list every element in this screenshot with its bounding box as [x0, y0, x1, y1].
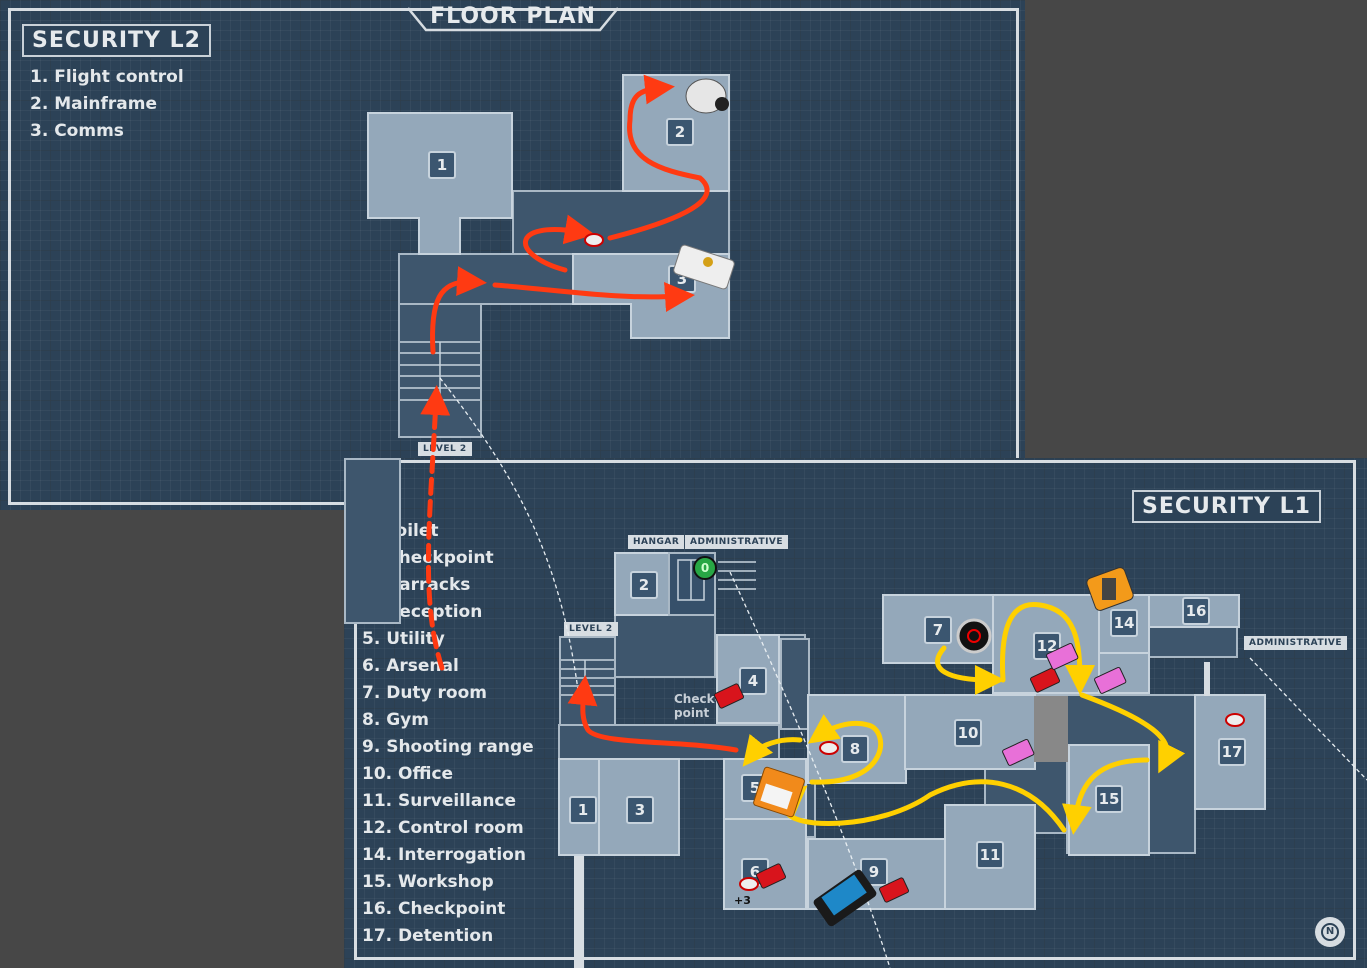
- stairwell: [559, 636, 616, 726]
- level2-map-panel: SECURITY L2 1. Flight control 2. Mainfra…: [0, 0, 1025, 510]
- room-number: 10: [954, 719, 982, 747]
- room-number: 2: [630, 571, 658, 599]
- room-number: 9: [860, 858, 888, 886]
- legend-item: 6. Arsenal: [362, 656, 459, 676]
- level2-stairs-tag[interactable]: LEVEL 2: [418, 442, 472, 456]
- administrative-east-exit-tag[interactable]: ADMINISTRATIVE: [1244, 636, 1348, 650]
- blocked-area: [1034, 696, 1068, 762]
- corridor: [780, 638, 810, 730]
- hangar-exit-tag[interactable]: HANGAR: [628, 535, 685, 549]
- room-number: 1: [428, 151, 456, 179]
- floor-plan-header: FLOOR PLAN: [408, 0, 618, 36]
- room-number: 3: [626, 796, 654, 824]
- corridor: [1148, 626, 1238, 658]
- room-number: 16: [1182, 597, 1210, 625]
- room-flight-control-annex: [418, 217, 461, 255]
- level2-title: SECURITY L2: [21, 23, 212, 58]
- legend-item: 15. Workshop: [362, 872, 494, 892]
- legend-item: 7. Duty room: [362, 683, 488, 703]
- legend-item: 12. Control room: [362, 818, 524, 838]
- stairwell: [398, 303, 482, 438]
- level1-title: SECURITY L1: [1131, 489, 1322, 524]
- room-interrogation-annex: [1098, 652, 1150, 694]
- legend-item: 10. Office: [362, 764, 454, 784]
- room-number: 4: [739, 667, 767, 695]
- legend-item: 3. Comms: [30, 121, 124, 141]
- legend-item: 1. Flight control: [30, 67, 184, 87]
- room-comms[interactable]: [572, 253, 730, 305]
- room-number: 14: [1110, 609, 1138, 637]
- administrative-exit-tag[interactable]: ADMINISTRATIVE: [685, 535, 789, 549]
- room-number: 8: [841, 735, 869, 763]
- level2-stairs-tag[interactable]: LEVEL 2: [564, 622, 618, 636]
- room-number: 2: [666, 118, 694, 146]
- elevator-badge[interactable]: 0: [693, 556, 717, 580]
- floor-plan-title: FLOOR PLAN: [430, 4, 596, 29]
- legend-item: 14. Interrogation: [362, 845, 526, 865]
- stairwell: [344, 458, 401, 624]
- room-number: 15: [1095, 785, 1123, 813]
- legend-item: 9. Shooting range: [362, 737, 534, 757]
- room-number: 3: [668, 265, 696, 293]
- room-number: 5: [741, 774, 769, 802]
- legend-item: 17. Detention: [362, 926, 494, 946]
- compass-icon: N: [1315, 917, 1345, 947]
- room-number: 7: [924, 616, 952, 644]
- checkpoint-label: Check-point: [674, 692, 720, 720]
- room-number: 11: [976, 841, 1004, 869]
- legend-item: 11. Surveillance: [362, 791, 517, 811]
- room-comms-annex: [630, 303, 730, 339]
- legend-item: 5. Utility: [362, 629, 445, 649]
- room-number: 1: [569, 796, 597, 824]
- legend-item: 8. Gym: [362, 710, 429, 730]
- legend-item: 16. Checkpoint: [362, 899, 506, 919]
- corridor: [558, 724, 780, 760]
- level1-map-panel: SECURITY L1 1. Toilet 2. Checkpoint 3. B…: [344, 458, 1367, 968]
- room-number: 12: [1033, 632, 1061, 660]
- item-count: +3: [734, 894, 751, 907]
- level2-legend: 1. Flight control 2. Mainframe 3. Comms: [30, 64, 184, 145]
- legend-item: 2. Mainframe: [30, 94, 158, 114]
- corridor: [512, 190, 730, 255]
- room-number: 17: [1218, 738, 1246, 766]
- room-number: 6: [741, 858, 769, 886]
